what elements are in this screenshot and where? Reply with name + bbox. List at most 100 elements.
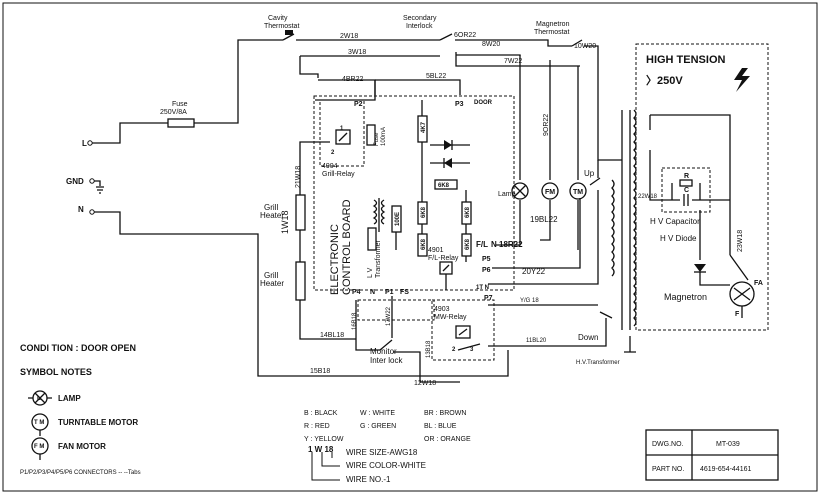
high-tension-title: HIGH TENSION [646,54,726,66]
wire-16B18: 16B18 [352,312,358,330]
wire-1W18: 1W18 [280,210,290,234]
r-6k8-a: 6K8 [438,183,450,189]
wire-2W18: 2W18 [340,33,358,40]
terminal-P3: P3 [455,101,464,108]
mw-relay-box [431,299,495,361]
wire-3W18: 3W18 [348,49,366,56]
mw-relay-coil [455,325,471,339]
wire-14BL18: 14BL18 [320,332,344,339]
wire-17W22: 17W22 [386,306,392,326]
control-board-box [313,95,515,291]
lamp-icon-glyph: L [37,396,41,402]
resistor-R: R [684,173,689,180]
r-100e: 100E [395,212,401,226]
lightning-icon [734,68,750,92]
turntable-note: TURNTABLE MOTOR [58,418,138,427]
terminal-P4: P4 [352,289,361,296]
down-switch-label: Down [578,333,598,342]
terminal-P6: P6 [482,267,491,274]
terminal-GND: GND [66,177,84,186]
svg-text:FM: FM [545,189,555,196]
color-code-4: G : GREEN [360,423,396,430]
power-wiring [87,30,622,383]
door-label: DOOR [474,100,493,106]
hv-transformer-label: H.V.Transformer [576,360,620,366]
grill-relay-box [319,99,365,167]
color-code-3: R : RED [304,423,330,430]
terminal-N18R22: N 18R22 [491,240,523,249]
terminal-P1: P1 [385,289,394,296]
r-4k7: 4K7 [421,121,427,133]
terminal-2: 2 [331,150,335,156]
terminal-P2: P2 [354,101,363,108]
hv-transformer [611,109,637,353]
fuse-100ma [366,124,376,146]
monitor-interlock-box [357,299,435,321]
terminal-N: N [78,205,84,214]
hv-circuit [649,114,755,318]
terminal-2-mw: 2 [452,347,456,353]
color-code-7: OR : ORANGE [424,436,471,443]
terminal-P5: P5 [482,256,491,263]
load-symbols: FM TM [511,182,587,200]
terminal-1TN: 1T N [476,285,489,291]
fan-note: FAN MOTOR [58,442,106,451]
terminal-P7: P7 [484,295,493,302]
grill-relay-coil [335,129,351,145]
terminal-FLN: F/L [476,240,488,249]
wire-legend-size: WIRE SIZE-AWG18 [346,448,418,457]
color-code-2: BR : BROWN [424,410,466,417]
terminal-FS: FS [400,289,409,296]
color-code-6: Y : YELLOW [304,436,344,443]
up-switch-label: Up [584,169,595,178]
wire-23W18: 23W18 [737,230,744,252]
symbol-icons [28,390,52,460]
magnetron-label: Magnetron [664,292,707,302]
terminal-1: 1 [340,126,344,132]
control-board-label: ELECTRONICCONTROL BOARD [329,199,353,295]
high-tension-voltage: 〉250V [646,74,683,87]
wire-21W18: 21W18 [295,166,302,188]
wire-YG18: Y/G 18 [520,298,539,304]
fm-icon-glyph: F M [34,444,44,450]
fuse-100ma-label: Fuse100mA [374,127,387,146]
title-block [645,429,779,481]
symbol-notes-title: SYMBOL NOTES [20,367,92,377]
wire-4BR22: 4BR22 [342,76,364,83]
wire-13B18: 13B18 [426,340,432,358]
wire-9OR22: 9OR22 [543,114,550,136]
r-6k8-c: 6K8 [465,206,471,218]
wire-legend-example: 1 W 18 [308,445,334,454]
lv-transformer-label: L VTransformer [367,239,382,278]
terminal-FA: FA [754,280,763,287]
connectors-note: P1/P2/P3/P4/P5/P6 CONNECTORS -- --Tabs [20,470,141,476]
wire-legend-bracket [311,452,340,481]
color-code-1: W : WHITE [360,410,395,417]
hv-capacitor-label: H V Capacitor [650,217,700,226]
wire-10W20: 10W20 [574,43,596,50]
wire-7W22: 7W22 [504,58,522,65]
tm-icon-glyph: T M [34,420,44,426]
hv-diode-label: H V Diode [660,234,697,243]
wire-19BL22: 19BL22 [530,215,558,224]
wire-8W20: 8W20 [482,41,500,48]
wire-legend-number: WIRE NO.-1 [346,475,391,484]
lamp-label: Lamp [498,191,516,198]
wire-11BL20: 11BL20 [526,338,547,344]
wire-5BL22: 5BL22 [426,73,446,80]
dwg-no-label: DWG.NO. [652,441,684,448]
r-6k8-d: 6K8 [421,238,427,250]
svg-text:TM: TM [573,189,583,196]
